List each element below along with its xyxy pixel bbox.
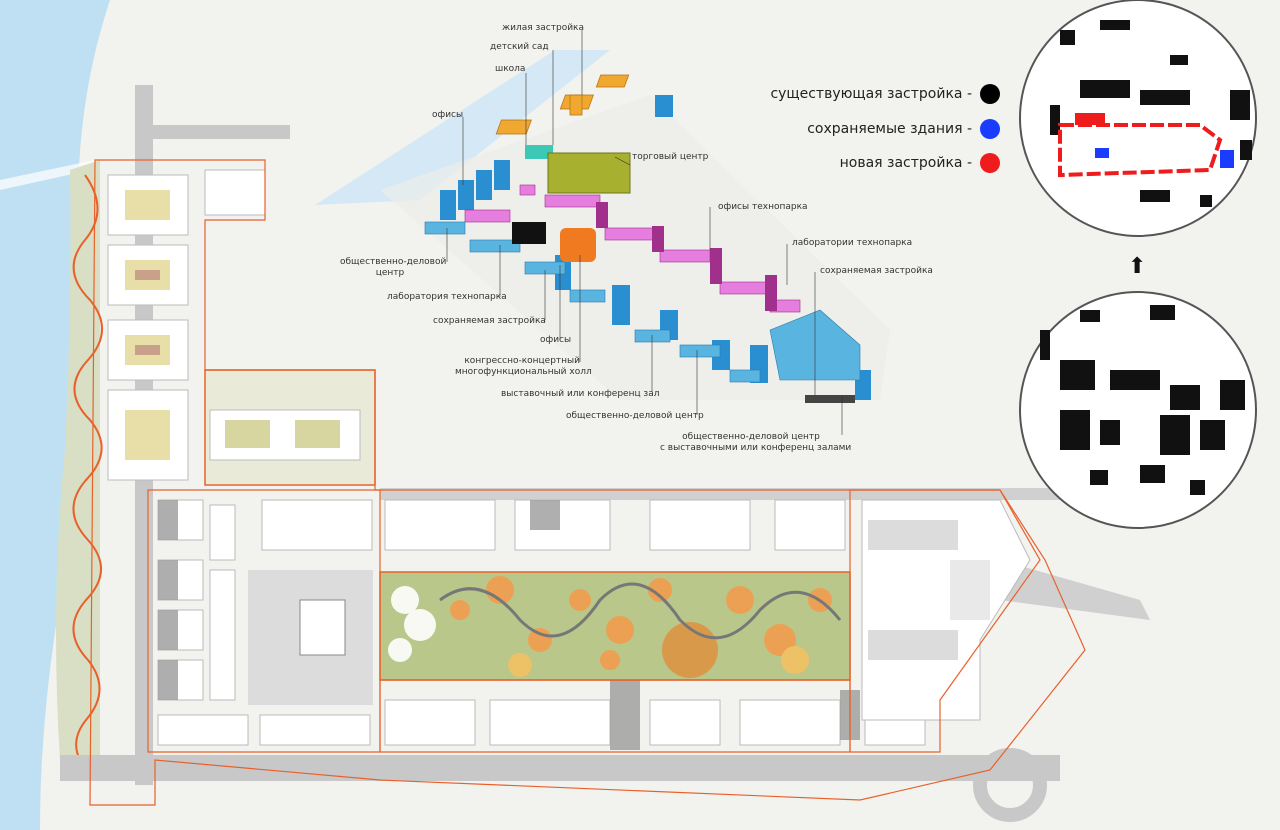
legend-new: новая застройка - [840,153,1000,173]
label-preserved-right: сохраняемая застройка [820,266,933,276]
axon-technopark [464,184,801,313]
legend-preserved: сохраняемые здания - [807,119,1000,139]
map-new [1019,0,1257,237]
label-business-expo-line1: общественно-деловой центр [682,432,820,442]
label-technopark-labs: лаборатории технопарка [792,238,913,248]
label-congress: конгрессно-концертный многофункциональны… [455,356,592,378]
map-existing [1019,291,1257,529]
label-kindergarten: детский сад [490,42,549,52]
axon-water [315,50,610,205]
label-preserved-left: сохраняемая застройка [433,316,546,326]
label-business-center-bottom: общественно-деловой центр [566,411,704,421]
label-offices-top: офисы [432,110,464,120]
legend-existing-dot [980,84,1000,104]
label-residential: жилая застройка [502,23,585,33]
river [0,0,110,830]
right-block [861,499,1031,721]
legend-existing: существующая застройка - [770,84,1000,104]
axon-residential [495,74,630,135]
label-technopark-lab: лаборатория технопарка [387,292,507,302]
site-boundary [89,159,1086,806]
label-school: школа [495,64,526,74]
legend-preserved-dot [980,119,1000,139]
label-technopark-offices: офисы технопарка [718,202,808,212]
legend: существующая застройка - сохраняемые зда… [760,80,1000,190]
label-offices-mid: офисы [540,335,572,345]
arrow-up-icon: ⬆ [1128,254,1147,279]
axon-congress [560,228,596,262]
axon-offices [440,95,871,400]
legend-new-dot [980,153,1000,173]
label-congress-line2: многофункциональный холл [455,367,592,377]
legend-new-label: новая застройка - [839,155,972,171]
label-exhibition: выставочный или конференц зал [501,389,660,399]
label-mall: торговый центр [632,152,709,162]
label-business-expo: общественно-деловой центр с выставочными… [660,432,851,454]
axon-mall [547,152,631,194]
axon-preserved [512,222,546,244]
legend-existing-label: существующая застройка - [770,86,972,102]
label-business-expo-line2: с выставочными или конференц залами [660,443,852,453]
legend-preserved-label: сохраняемые здания - [807,121,972,137]
label-congress-line1: конгрессно-концертный [464,356,580,366]
label-business-center-left-line1: общественно-деловой [340,257,447,267]
label-business-center-left: общественно-деловой центр [340,257,446,279]
embankment-park [56,160,100,760]
label-business-center-left-line2: центр [375,268,405,278]
axon-school [525,145,553,159]
